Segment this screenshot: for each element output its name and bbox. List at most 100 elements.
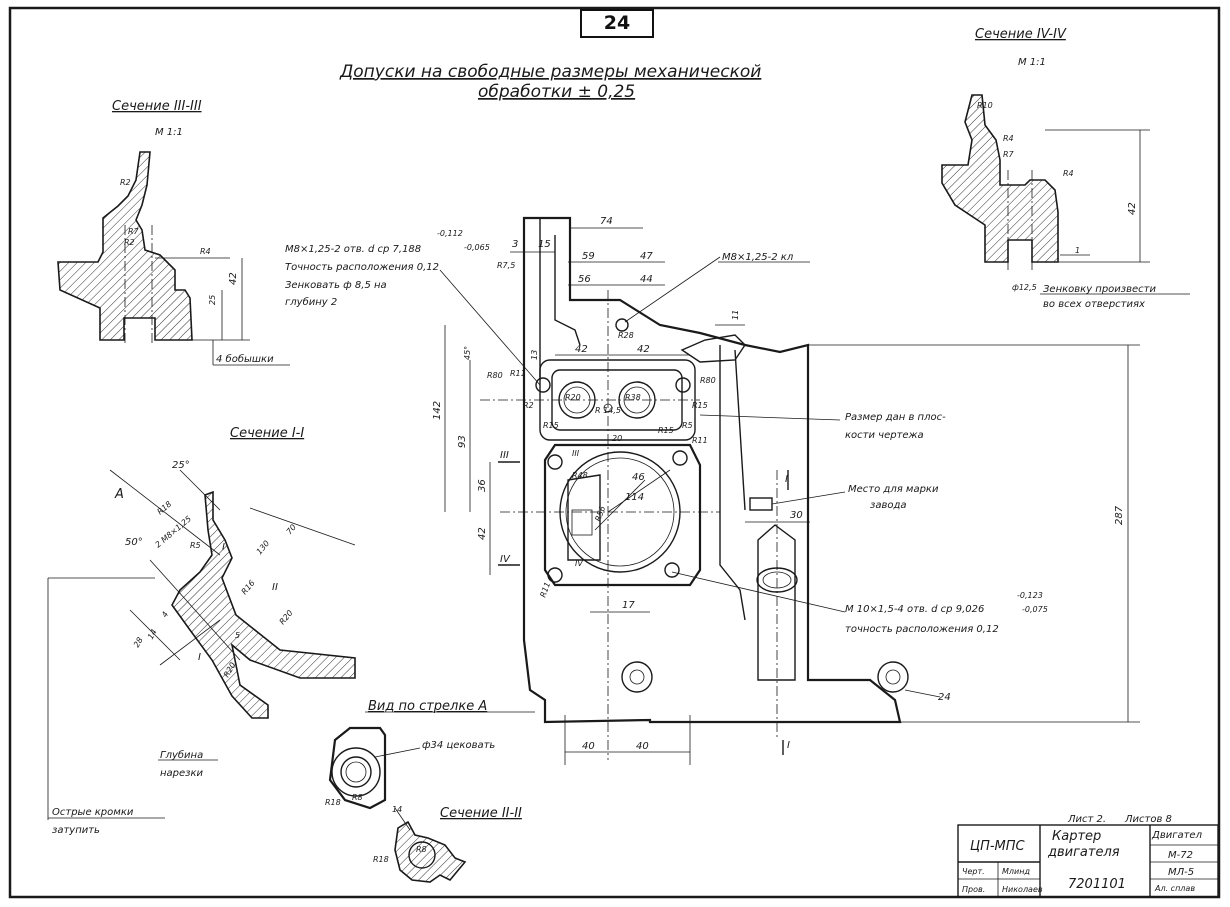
dim-r2: R2 xyxy=(523,401,534,410)
dim-24: 24 xyxy=(938,692,951,703)
section-1-body xyxy=(171,490,356,719)
m8-note-line4: глубину 2 xyxy=(285,296,337,308)
view-a-dim: R8 xyxy=(352,793,363,802)
section-1-dim: 130 xyxy=(255,539,272,556)
page-number: 24 xyxy=(580,9,654,38)
dim-59: 59 xyxy=(582,251,595,262)
section-1-dim: 28 xyxy=(132,636,145,649)
section-2-dim: R18 xyxy=(373,855,389,864)
section-3-dim: R7 xyxy=(128,227,140,236)
m10-note-line2: точность расположения 0,12 xyxy=(845,624,999,635)
m8-note-line1: М8×1,25-2 отв. d ср 7,188 xyxy=(285,244,421,255)
dim-42c: 42 xyxy=(477,527,488,540)
section-1-dim: 2 М8×1,25 xyxy=(154,514,194,549)
dim-r20: R20 xyxy=(565,393,581,402)
sheets-label: Листов 8 xyxy=(1124,814,1172,825)
dim-r38: R38 xyxy=(625,393,641,402)
main-dimensions: 74 3 15 59 47 56 44 R7,5 11 R28 42 42 45… xyxy=(432,216,1125,752)
dim-r15b: R15 xyxy=(658,426,674,435)
dim-40a: 40 xyxy=(582,741,595,752)
m10-note-tol-upper: -0,123 xyxy=(1017,591,1043,600)
section-mark-3b: III xyxy=(572,449,580,458)
section-4-dim: R4 xyxy=(1003,134,1014,143)
section-2-dim: R8 xyxy=(416,845,427,854)
dim-r80a: R80 xyxy=(487,371,503,380)
section-1-dim: R20 xyxy=(278,608,295,626)
dim-r11a: R11 xyxy=(510,369,526,378)
section-3-scale: М 1:1 xyxy=(155,127,183,138)
section-mark-3: III xyxy=(500,450,509,461)
section-2-view: Сечение II-II 14 R18 R8 xyxy=(373,805,522,883)
section-1-dim: 4 xyxy=(160,610,170,619)
name-checked: Николаев xyxy=(1002,885,1043,894)
section-4-dim: R4 xyxy=(1063,169,1074,178)
dim-93: 93 xyxy=(457,435,468,448)
dim-44: 44 xyxy=(640,274,653,285)
section-1-dim: 14 xyxy=(146,628,159,641)
title-block: Лист 2. Листов 8 ЦП-МПС Картер двигателя… xyxy=(957,814,1219,898)
thread-depth-note-1: Глубина xyxy=(160,749,203,761)
section-4-note-2: во всех отверстиях xyxy=(1043,299,1145,310)
section-1-label-i: I xyxy=(198,652,201,663)
dim-r28: R28 xyxy=(618,331,634,340)
role-checked: Пров. xyxy=(962,885,985,894)
section-1-dim: 50° xyxy=(125,537,143,548)
plane-size-note-2: кости чертежа xyxy=(845,430,924,441)
mark-place-note-1: Место для марки xyxy=(848,484,939,495)
name-drawn: Млинд xyxy=(1002,867,1030,876)
dim-11: 11 xyxy=(731,310,740,320)
plane-size-note-1: Размер дан в плос- xyxy=(845,412,946,423)
dim-47: 47 xyxy=(640,251,653,262)
dim-40b: 40 xyxy=(636,741,649,752)
material-note: Ал. сплав xyxy=(1154,884,1195,893)
section-4-note-1: Зенковку произвести xyxy=(1043,284,1156,295)
dim-r80b: R80 xyxy=(700,376,716,385)
title-line1: Допуски на свободные размеры механическо… xyxy=(339,62,761,82)
section-4-dim: 1 xyxy=(1075,246,1080,255)
section-1-dim: 25° xyxy=(172,460,190,471)
section-mark-4: IV xyxy=(500,554,511,565)
section-1-view: Сечение I-I 25° 50° R18 2 М8×1,25 R5 130… xyxy=(47,426,356,836)
model-label: М-72 xyxy=(1168,850,1193,861)
view-a: Вид по стрелке А ф34 цековать R18 R8 xyxy=(325,699,535,810)
dim-20: 20 xyxy=(612,434,622,443)
section-1-dim: 70 xyxy=(285,523,298,537)
dim-r15a: R15 xyxy=(543,421,559,430)
dim-3: 3 xyxy=(512,239,518,250)
section-4-dim: R7 xyxy=(1003,150,1015,159)
section-mark-1b: I xyxy=(787,740,790,751)
m8-note-line3: Зенковать ф 8,5 на xyxy=(285,280,387,291)
part-name-1: Картер xyxy=(1052,829,1101,844)
section-2-dim: 14 xyxy=(392,805,402,814)
title-line2: обработки ± 0,25 xyxy=(478,82,635,102)
sharp-edges-note-2: затупить xyxy=(52,825,100,836)
view-a-note: ф34 цековать xyxy=(422,740,495,751)
dim-36: 36 xyxy=(477,479,488,492)
section-1-title: Сечение I-I xyxy=(230,426,304,441)
role-drawn: Черт. xyxy=(962,867,985,876)
dim-30: 30 xyxy=(790,510,803,521)
dim-56: 56 xyxy=(578,274,591,285)
mark-place-note-2: завода xyxy=(870,500,907,511)
m10-note-line1: М 10×1,5-4 отв. d ср 9,026 xyxy=(845,604,984,615)
section-3-dim: 25 xyxy=(208,295,217,305)
m8-note-line2: Точность расположения 0,12 xyxy=(285,262,439,273)
section-4-view: Сечение IV-IV М 1:1 Зенковку произвести … xyxy=(941,27,1190,310)
part-name-2: двигателя xyxy=(1047,845,1120,860)
view-a-dim: R18 xyxy=(325,798,341,807)
dim-13: 13 xyxy=(530,350,539,360)
dim-15: 15 xyxy=(538,239,551,250)
dim-74: 74 xyxy=(600,216,613,227)
part-number: 7201101 xyxy=(1068,877,1126,892)
section-1-dim: R16 xyxy=(240,578,257,596)
sharp-edges-note-1: Острые кромки xyxy=(52,807,134,818)
m10-note-tol-lower: -0,075 xyxy=(1022,605,1048,614)
dim-r5: R5 xyxy=(682,421,693,430)
m8-note-tol-upper: -0,112 xyxy=(437,229,463,238)
crankcase-outline xyxy=(522,216,902,724)
section-1-dim: R18 xyxy=(156,500,174,517)
dim-42a: 42 xyxy=(575,344,588,355)
material-label: МЛ-5 xyxy=(1168,867,1194,878)
